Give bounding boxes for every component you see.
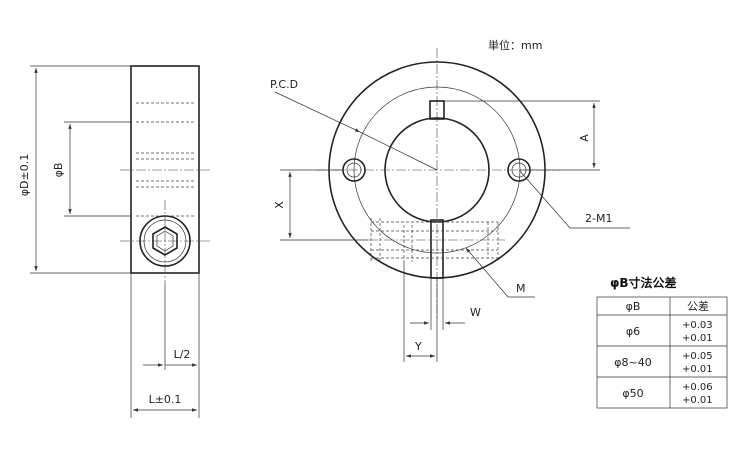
dim-l2-label: L/2 xyxy=(174,348,191,361)
table-cell-lower: +0.01 xyxy=(682,333,713,344)
dim-a-label: A xyxy=(578,134,591,142)
pcd-label: P.C.D xyxy=(270,78,298,91)
table-header-tol: 公差 xyxy=(687,299,709,313)
table-header-size: φB xyxy=(626,300,641,313)
dim-y-label: Y xyxy=(414,340,422,353)
table-cell-upper: +0.05 xyxy=(682,351,713,362)
table-cell-upper: +0.03 xyxy=(682,320,713,331)
thread-2m1-label: 2-M1 xyxy=(585,212,612,225)
table-cell-lower: +0.01 xyxy=(682,395,713,406)
unit-label: 単位：mm xyxy=(488,38,542,52)
table-cell-size: φ6 xyxy=(626,325,640,338)
table-cell-size: φ50 xyxy=(622,387,643,400)
dim-d-label: φD±0.1 xyxy=(18,154,31,196)
table-border xyxy=(596,296,728,409)
table-title: φB寸法公差 xyxy=(610,275,677,290)
thread-m-label: M xyxy=(516,282,526,295)
front-view: 単位：mm xyxy=(270,38,630,362)
table-cell-size: φ8~40 xyxy=(614,356,651,369)
hex-socket-icon xyxy=(139,215,191,267)
dim-x-label: X xyxy=(273,201,286,209)
dim-l-label: L±0.1 xyxy=(149,393,182,406)
table-cell-upper: +0.06 xyxy=(682,382,713,393)
dim-b-label: φB xyxy=(52,163,65,178)
dim-w-label: W xyxy=(470,306,481,319)
tolerance-table: φB寸法公差 φB 公差 φ6 +0.03 +0.01 φ8~40 +0.05 … xyxy=(596,275,728,409)
table-cell-lower: +0.01 xyxy=(682,364,713,375)
side-view: φD±0.1 φB L/2 L±0.1 xyxy=(18,65,212,418)
